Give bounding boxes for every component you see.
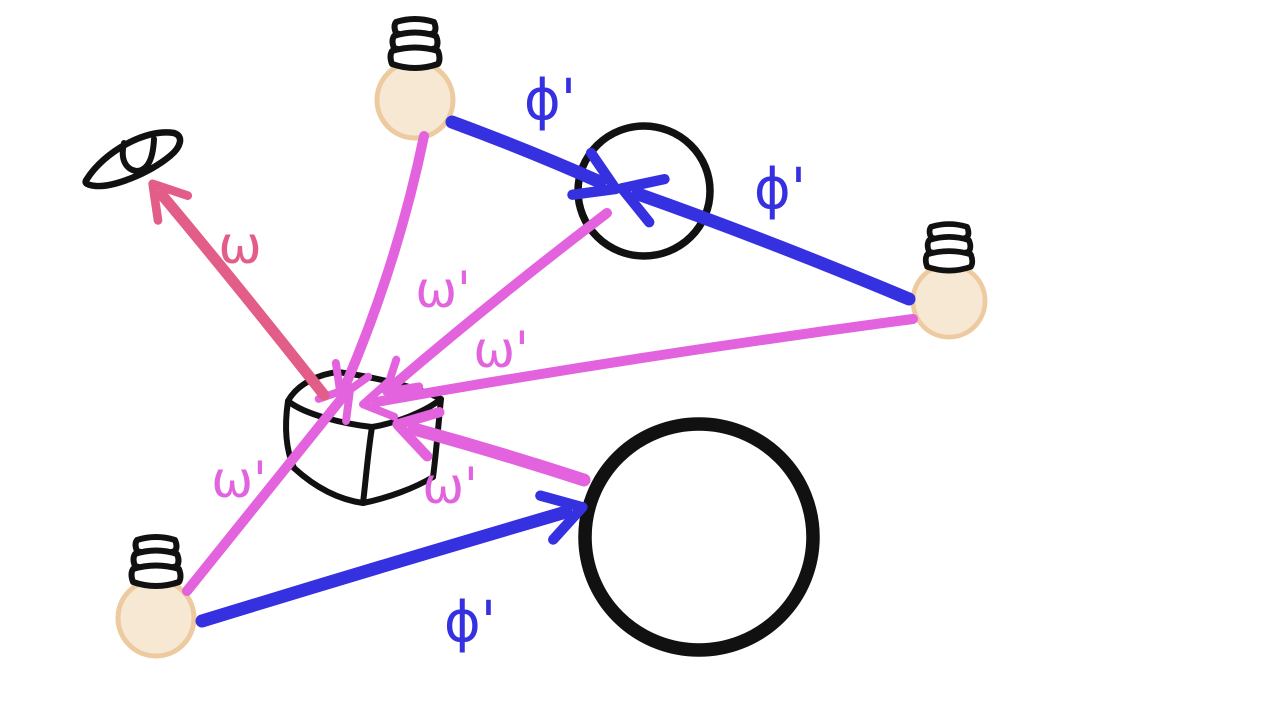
light-bulb-top xyxy=(377,19,453,138)
eye-outline xyxy=(82,129,184,190)
omega-prime-1-label: ω' xyxy=(415,261,471,319)
omega-out-label: ω xyxy=(218,216,262,276)
light-bulb-right xyxy=(913,224,985,337)
omega-prime-from-large-circle-arrow xyxy=(392,407,591,487)
arrows-layer xyxy=(148,115,918,628)
omega-prime-3-label: ω' xyxy=(211,451,267,509)
omega-prime-from-top-bulb-arrow xyxy=(331,131,429,401)
omega-from-cube-to-eye-arrow xyxy=(148,179,330,401)
phi-prime-3-label: ϕ' xyxy=(444,590,496,655)
cube-front-edge xyxy=(360,424,375,506)
omega-prime-from-right-bulb-arrow xyxy=(359,314,918,421)
omega-prime-from-small-circle-arrow xyxy=(381,208,612,396)
phi-from-bottom-bulb-to-large-circle-arrow xyxy=(195,490,588,628)
cube-bottom-left-edge xyxy=(291,465,366,506)
phi-prime-1-label: ϕ' xyxy=(524,68,576,133)
phi-from-right-bulb-to-small-circle-arrow xyxy=(616,173,916,306)
light-bulb-bottom xyxy=(118,537,194,656)
scatter-circle-large xyxy=(578,417,820,657)
omega-prime-2-label: ω' xyxy=(473,321,529,379)
phi-from-top-bulb-to-small-circle-arrow xyxy=(445,115,621,200)
labels-layer: ωω'ω'ω'ω'ϕ'ϕ'ϕ' xyxy=(211,68,806,655)
phi-prime-2-label: ϕ' xyxy=(754,157,806,222)
omega-prime-from-bottom-bulb-arrow xyxy=(182,383,355,596)
cube-bottom-right-edge xyxy=(360,474,436,506)
eye xyxy=(82,129,184,190)
omega-prime-4-label: ω' xyxy=(422,457,478,515)
eye-iris xyxy=(119,136,157,174)
